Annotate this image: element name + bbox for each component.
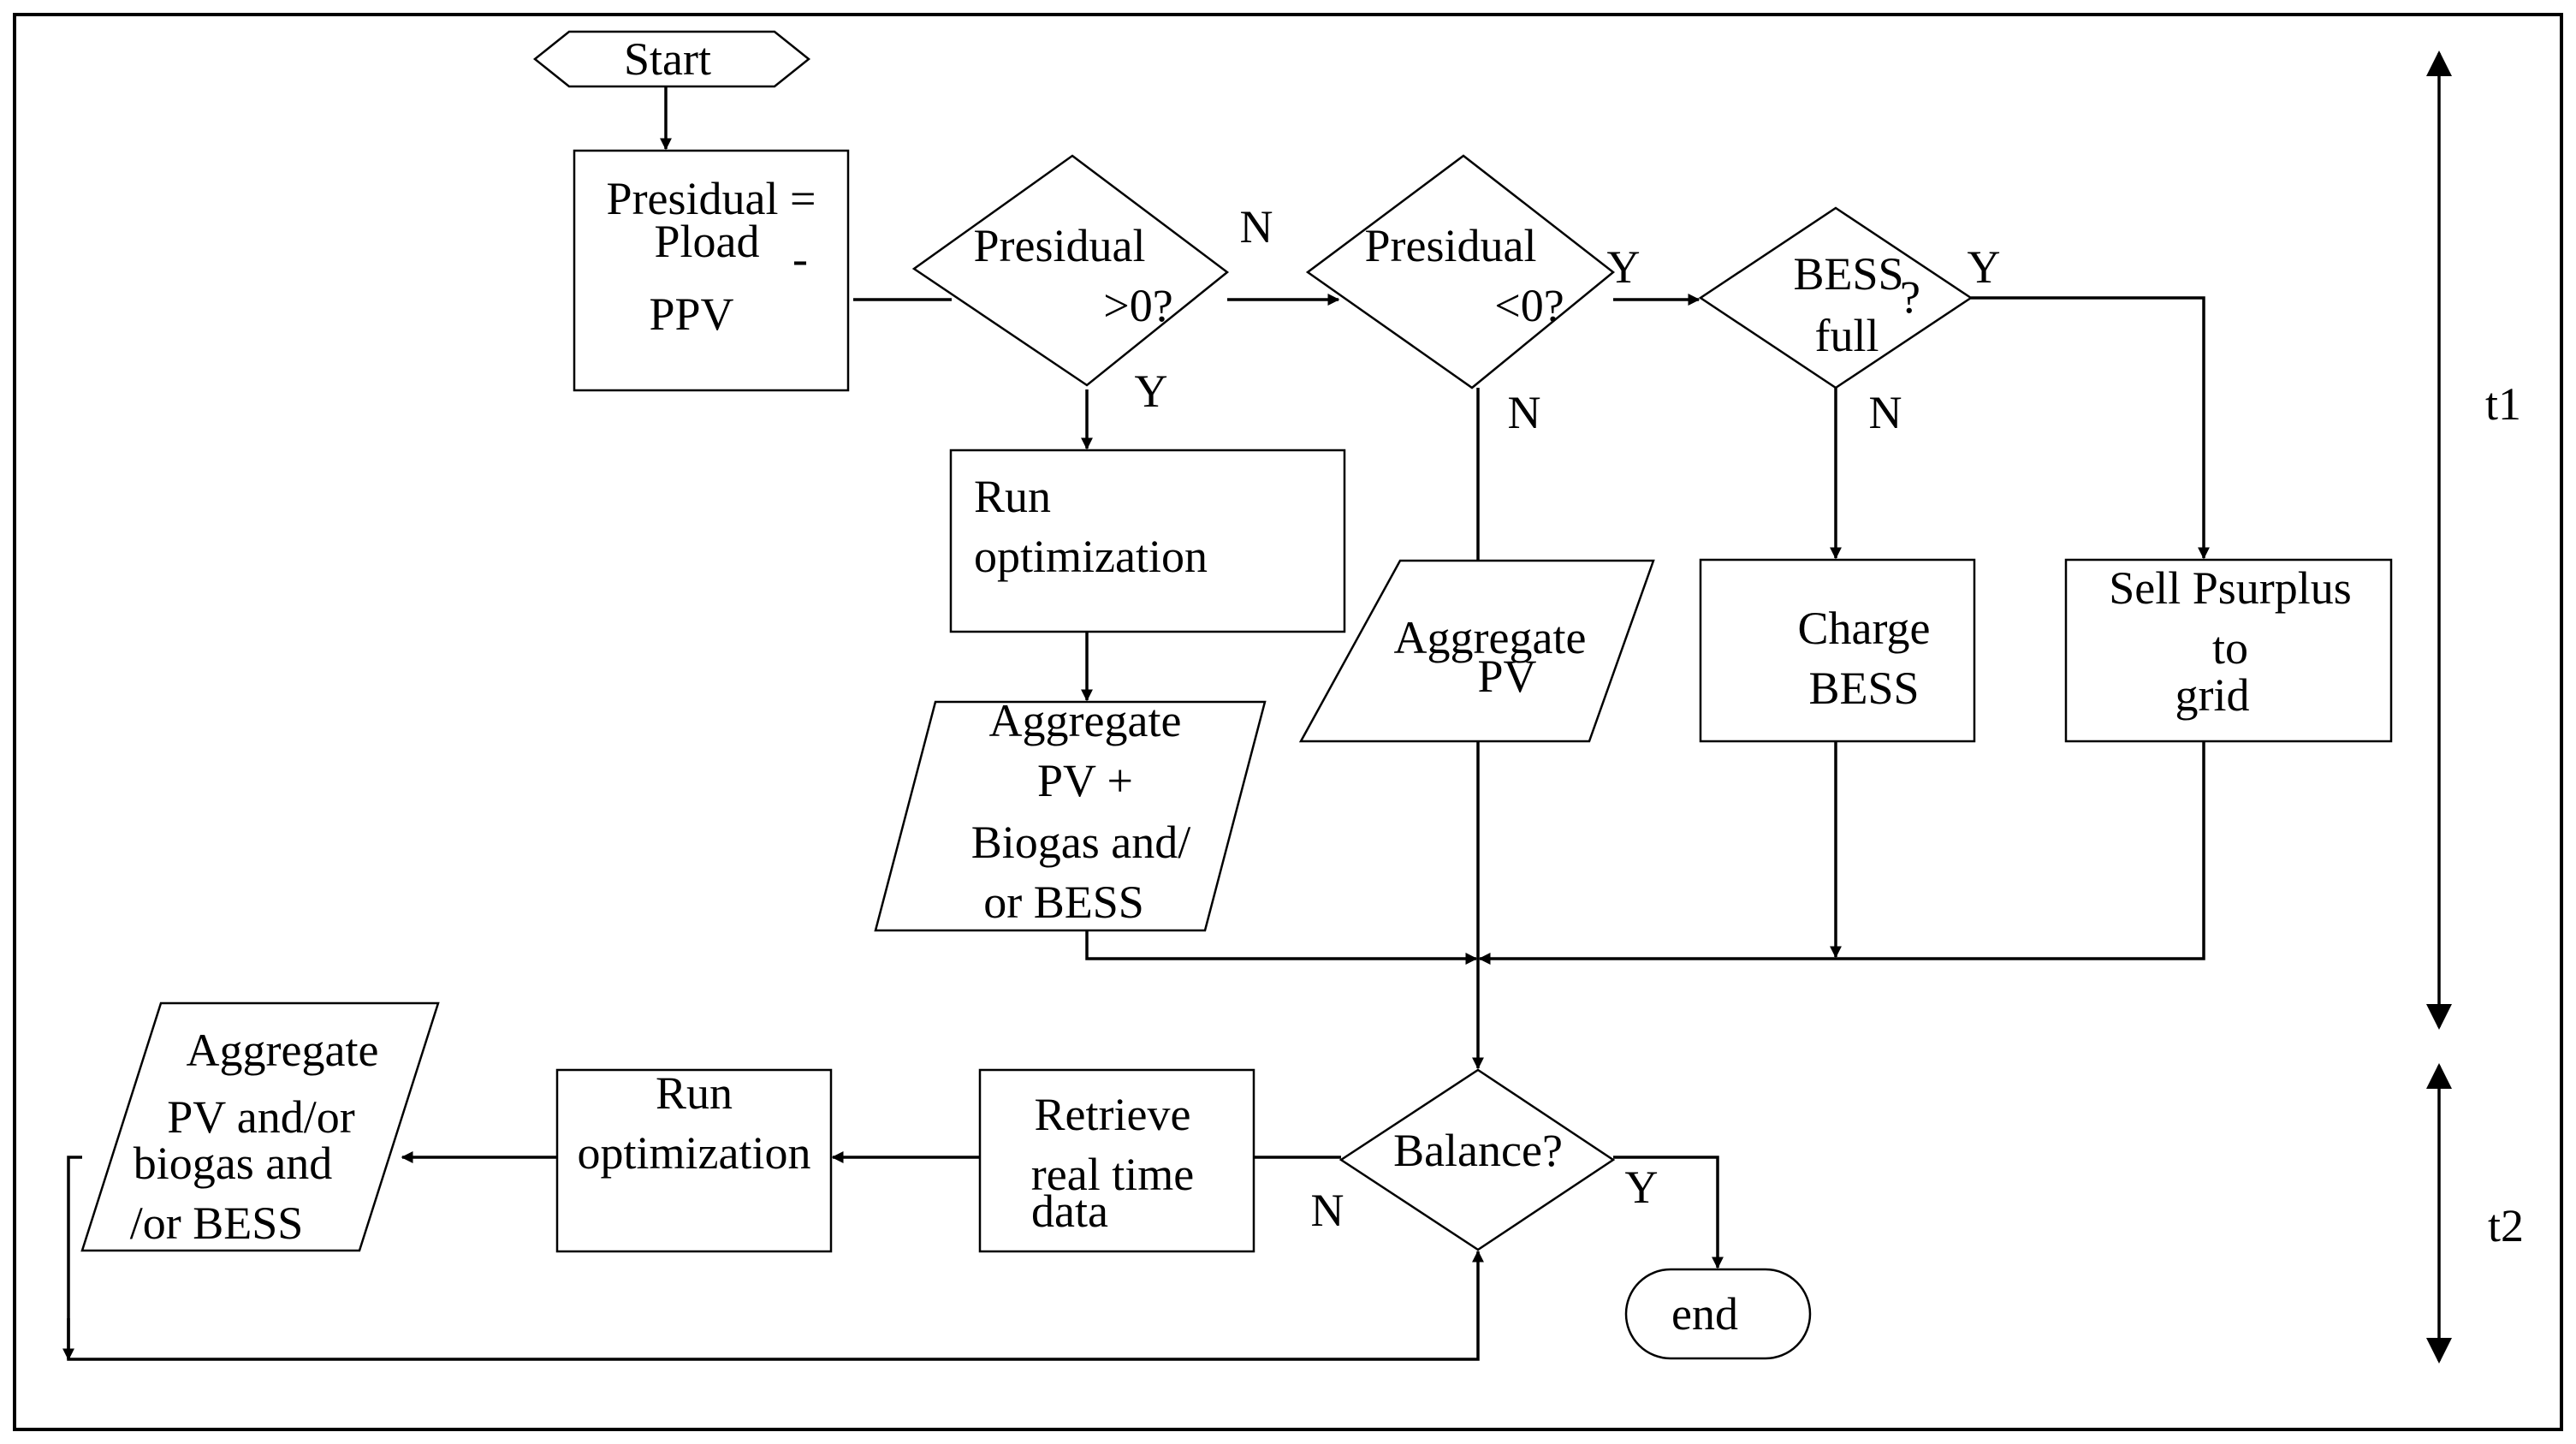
label-negative-yes: Y: [1607, 241, 1641, 293]
decision-balance-label: Balance?: [1393, 1125, 1563, 1176]
sell-surplus-line3: grid: [2175, 669, 2250, 721]
residual-line3: PPV: [649, 288, 733, 340]
charge-bess-line1: Charge: [1798, 603, 1931, 654]
timeline-t1-label: t1: [2485, 378, 2521, 430]
aggregate-pvb-line4: or BESS: [983, 877, 1144, 928]
aggregate-bottom-line3: biogas and: [134, 1138, 332, 1189]
timeline-t2-label: t2: [2488, 1200, 2524, 1251]
label-balance-no: N: [1311, 1185, 1344, 1236]
end-terminal: [1624, 1268, 1812, 1360]
label-positive-yes: Y: [1135, 365, 1168, 417]
decision-negative-line2: <0?: [1494, 280, 1564, 331]
sell-surplus-box: [2064, 558, 2393, 743]
label-bess-yes: Y: [1968, 241, 2001, 293]
residual-line2: Pload: [654, 216, 759, 267]
aggregate-bottom-line4: /or BESS: [130, 1197, 304, 1249]
aggregate-bottom-line1: Aggregate: [187, 1025, 379, 1076]
diagram-frame: [13, 13, 2563, 1431]
run-optimization-top-line2: optimization: [974, 531, 1208, 582]
bess-full-qmark: ?: [1900, 271, 1920, 323]
aggregate-bottom-line2: PV and/or: [167, 1091, 355, 1143]
decision-negative-line1: Presidual: [1365, 220, 1537, 271]
decision-residual-negative: [1305, 154, 1616, 389]
run-optimization-bottom-box: [555, 1068, 833, 1253]
label-bess-no: N: [1869, 387, 1902, 438]
arrow-balance-to-end: [1613, 1156, 1724, 1269]
run-optimization-top-box: [949, 449, 1346, 633]
label-positive-no: N: [1240, 201, 1273, 253]
bess-full-line1: BESS: [1793, 248, 1903, 300]
aggregate-pv-line2: PV: [1477, 651, 1536, 702]
aggregate-pv-biogas-bess: [874, 700, 1267, 932]
start-label: Start: [624, 33, 711, 85]
decision-positive-line1: Presidual: [974, 220, 1146, 271]
label-balance-yes: Y: [1625, 1162, 1659, 1213]
aggregate-pv: [1298, 559, 1655, 743]
bess-full-line2: full: [1815, 310, 1879, 361]
run-optimization-bottom-line2: optimization: [578, 1127, 811, 1179]
sell-surplus-line1: Sell Psurplus: [2109, 562, 2352, 614]
retrieve-line1: Retrieve: [1035, 1089, 1191, 1140]
residual-line1: Presidual =: [607, 173, 816, 224]
end-label: end: [1671, 1288, 1738, 1340]
run-optimization-bottom-line1: Run: [656, 1067, 733, 1119]
residual-box: [573, 149, 850, 392]
decision-positive-line2: >0?: [1103, 280, 1172, 331]
residual-minus: -: [792, 233, 808, 284]
arrow-sell-to-merge: [1478, 741, 2205, 965]
charge-bess-line2: BESS: [1808, 663, 1919, 714]
aggregate-pv-line1: Aggregate: [1394, 612, 1587, 663]
decision-balance: [1338, 1068, 1616, 1251]
arrow-aggregate-pvb-to-merge: [1085, 930, 1478, 965]
retrieve-line3: data: [1031, 1186, 1108, 1237]
aggregate-pvb-line1: Aggregate: [989, 695, 1182, 746]
charge-bess-box: [1699, 558, 1976, 743]
retrieve-line2: real time: [1031, 1149, 1194, 1200]
retrieve-data-box: [978, 1068, 1255, 1253]
decision-residual-positive: [911, 154, 1230, 387]
aggregate-bottom: [80, 1001, 440, 1252]
label-negative-no: N: [1508, 387, 1541, 438]
run-optimization-top-line1: Run: [974, 471, 1051, 522]
sell-surplus-line2: to: [2212, 622, 2248, 674]
aggregate-pvb-line2: PV +: [1037, 755, 1133, 806]
aggregate-pvb-line3: Biogas and/: [971, 817, 1190, 868]
start-terminal: [532, 30, 811, 88]
arrow-bess-to-sell: [1971, 296, 2210, 560]
